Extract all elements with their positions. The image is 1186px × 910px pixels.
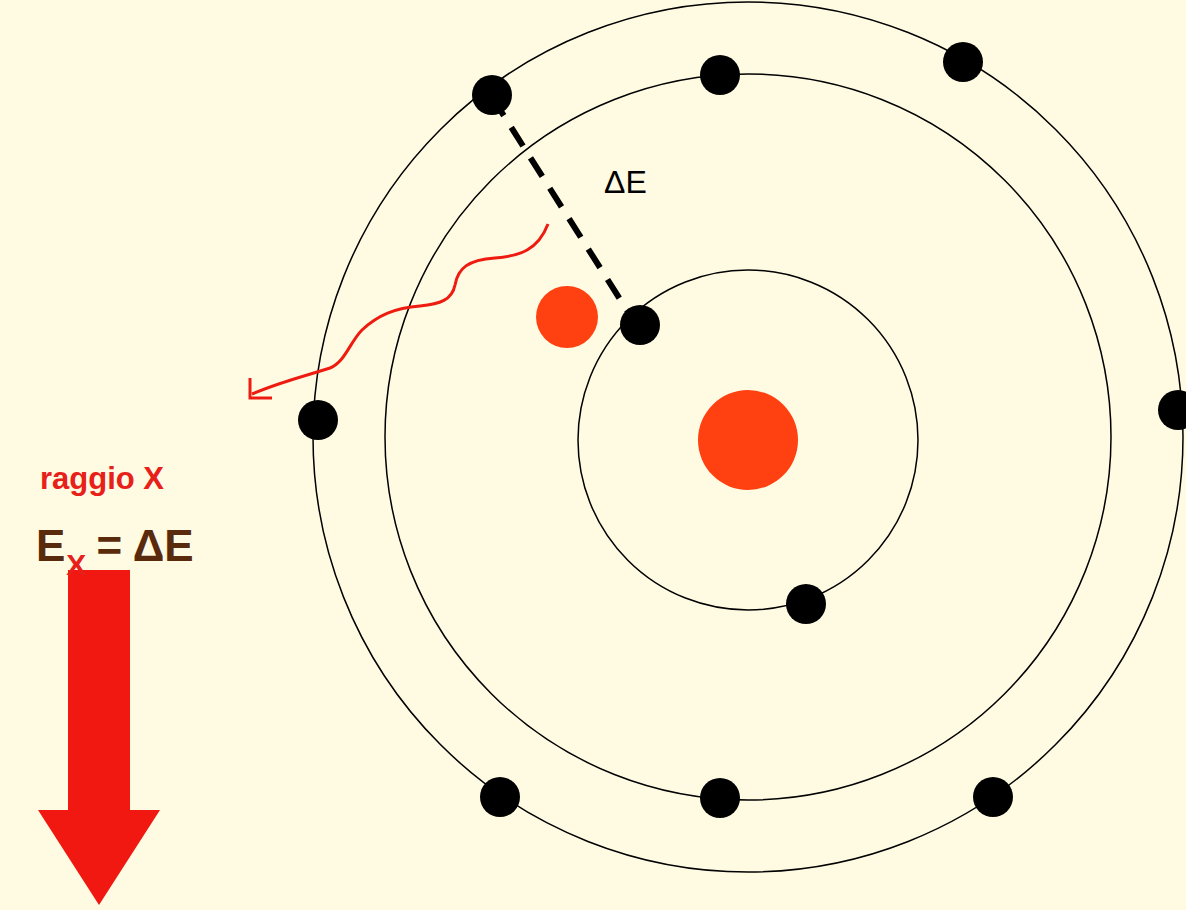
electron xyxy=(700,55,740,95)
electron xyxy=(973,777,1013,817)
inner-shell xyxy=(578,270,918,610)
down-arrow xyxy=(38,570,160,905)
electron xyxy=(1158,390,1186,430)
energy-equation: = ΔE xyxy=(96,524,193,568)
electron xyxy=(298,400,338,440)
electron xyxy=(786,584,826,624)
electron xyxy=(700,778,740,818)
energy-subscript: X xyxy=(66,550,86,580)
electron xyxy=(480,777,520,817)
x-ray-wave xyxy=(252,224,548,394)
electron xyxy=(620,305,660,345)
outer-shell xyxy=(313,2,1183,872)
electron-vacancy xyxy=(536,286,598,348)
x-ray-arrowhead xyxy=(250,378,272,398)
middle-shell xyxy=(385,74,1111,800)
nucleus xyxy=(698,390,798,490)
electron xyxy=(943,42,983,82)
transition-line xyxy=(492,97,630,315)
x-ray-label: raggio X xyxy=(40,463,164,494)
energy-difference: ΔE xyxy=(604,166,647,198)
energy-symbol: E xyxy=(36,524,65,568)
electron xyxy=(472,75,512,115)
